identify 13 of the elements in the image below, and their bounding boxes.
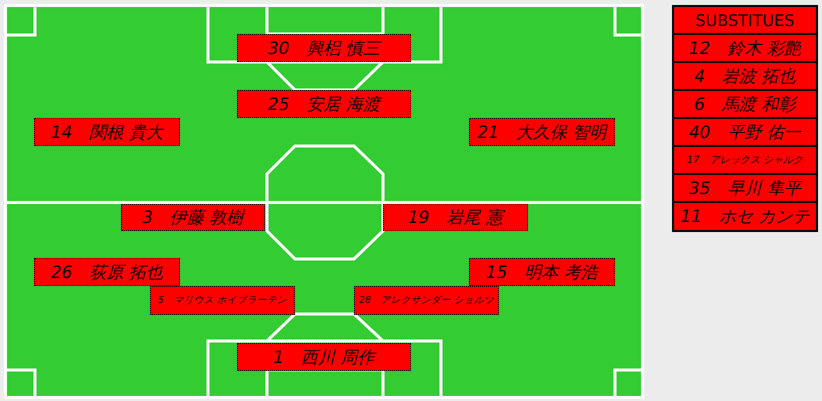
table-header: SUBSTITUES: [694, 10, 796, 32]
player-tag: 21 大久保 智明: [469, 118, 615, 146]
player-tag: 15 明本 考浩: [469, 258, 615, 286]
player-tag: 28 アレクサンダー ショルツ: [354, 286, 499, 315]
player-tag: 5 マリウス ホイブラーテン: [150, 286, 295, 315]
player-tag: 26 荻原 拓也: [34, 258, 180, 286]
player-tag: 14 関根 貴大: [34, 118, 180, 146]
player-tag: 19 岩尾 憲: [383, 204, 528, 231]
player-tag: 30 興梠 慎三: [237, 34, 411, 62]
player-tag: 1 西川 周作: [237, 343, 411, 371]
player-tag: 25 安居 海渡: [237, 90, 411, 118]
substitutes-table: [672, 5, 818, 232]
player-tag: 3 伊藤 敦樹: [121, 204, 265, 231]
